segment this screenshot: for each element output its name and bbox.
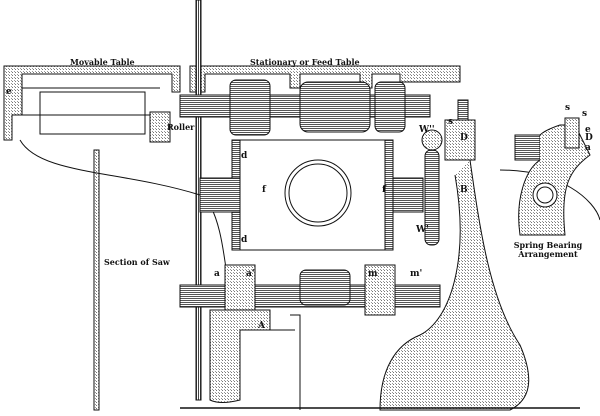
- sb-letter-s1: s: [565, 103, 571, 113]
- sb-letter-e: e: [585, 125, 591, 135]
- letter-D: D: [460, 133, 468, 143]
- letter-a1: a': [246, 269, 255, 279]
- letter-m: m: [368, 269, 378, 279]
- letter-w1: W': [416, 225, 429, 235]
- movable-table: [3, 65, 181, 143]
- letter-s: s: [448, 117, 454, 127]
- spring-bearing-line2: Arrangement: [518, 249, 578, 260]
- section-of-saw-label: Section of Saw: [104, 257, 170, 267]
- feed-table: [189, 65, 461, 93]
- letter-a: a: [214, 269, 220, 279]
- letter-m1: m': [410, 269, 423, 279]
- roller-label: Roller: [167, 122, 195, 132]
- sb-letter-s2: s: [582, 109, 588, 119]
- sb-letter-D: D: [585, 133, 593, 143]
- saw-section: [93, 149, 100, 411]
- letter-d-bottom: d: [241, 235, 248, 245]
- feed-table-label: Stationary or Feed Table: [250, 57, 360, 67]
- spring-bearing-line1: Spring Bearing: [513, 240, 583, 250]
- letter-A: A: [258, 321, 265, 331]
- letter-B: B: [460, 185, 468, 195]
- spring-bearing-label: Spring Bearing Arrangement: [508, 240, 588, 260]
- letter-f-right: f: [382, 185, 386, 195]
- letter-f-left: f: [262, 185, 266, 195]
- movable-table-label: Movable Table: [70, 57, 135, 67]
- letter-w2: W'': [419, 125, 435, 135]
- letter-d-top: d: [241, 151, 248, 161]
- spring-bearing-detail: [514, 117, 591, 236]
- sb-letter-a: a: [585, 143, 591, 153]
- letter-e: e: [6, 87, 12, 97]
